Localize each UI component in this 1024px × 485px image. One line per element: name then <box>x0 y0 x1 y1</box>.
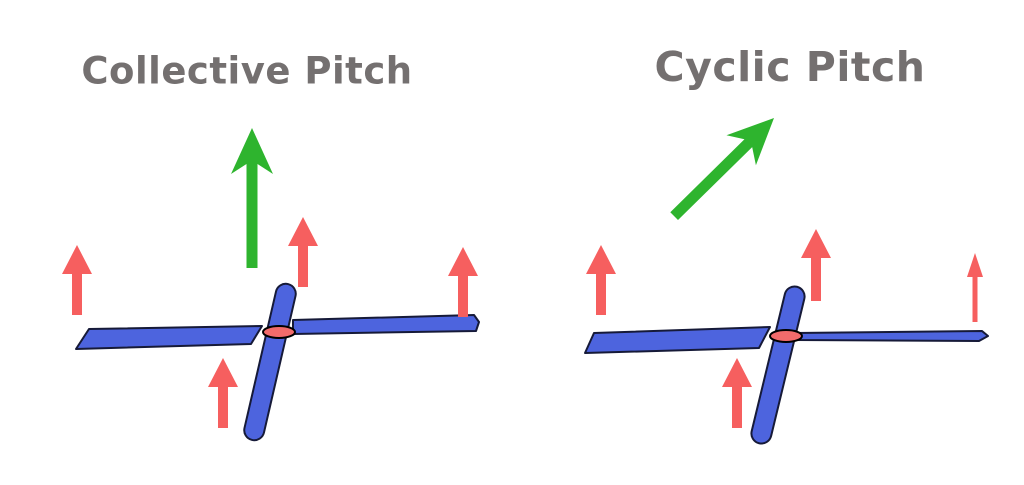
lift-arrow-aft-blade <box>288 217 318 287</box>
rotor-hub <box>769 329 803 343</box>
tilted-blade <box>750 285 806 445</box>
lift-arrow-forward-blade <box>722 358 752 428</box>
lift-arrow-left-tip <box>62 245 92 315</box>
rotor-hub <box>262 325 296 339</box>
lift-arrow-right-tip-reduced <box>967 253 983 322</box>
cyclic-pitch-title: Cyclic Pitch <box>654 43 926 91</box>
cyclic-pitch-rotor <box>584 118 989 445</box>
right-blade <box>292 314 480 335</box>
tilted-blade <box>243 282 297 442</box>
lift-arrow-forward-blade <box>208 358 238 428</box>
left-blade <box>75 325 263 350</box>
collective-pitch-rotor <box>62 128 480 442</box>
collective-pitch-title: Collective Pitch <box>81 49 413 93</box>
left-blade <box>584 326 771 354</box>
lift-arrow-aft-blade <box>801 229 831 301</box>
lift-arrow-left-tip <box>586 245 616 315</box>
lift-arrow-right-tip <box>448 247 478 317</box>
right-blade-flat <box>794 330 989 342</box>
cyclic-control-arrow <box>670 118 774 221</box>
collective-control-arrow <box>231 128 273 268</box>
